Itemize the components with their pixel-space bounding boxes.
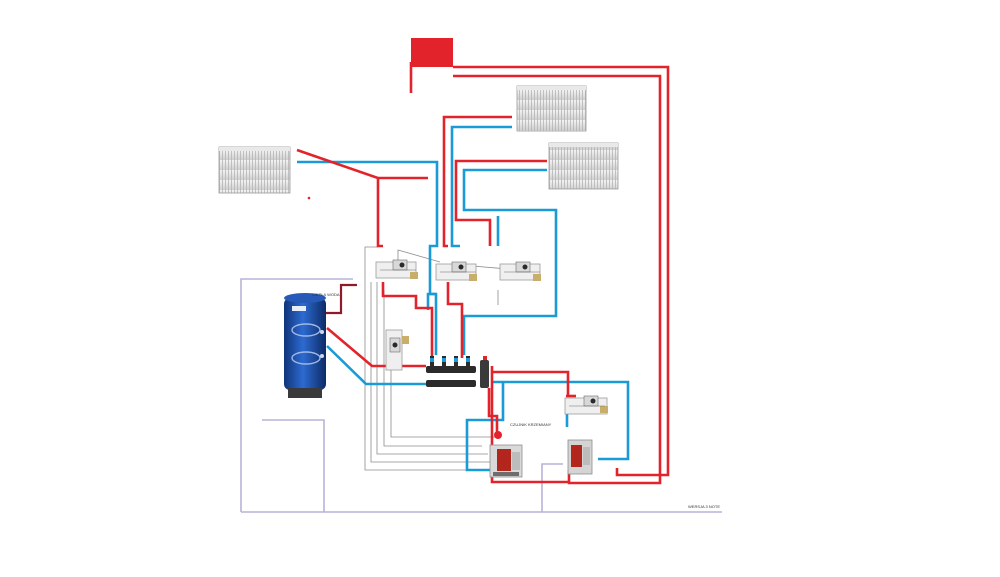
boiler-secondary <box>567 439 593 475</box>
pump-group-boiler <box>564 395 608 415</box>
boiler-sensor-red <box>494 431 502 439</box>
pump-group-4 <box>385 329 409 371</box>
supply-pipes <box>296 62 670 485</box>
tank-hot-outlet <box>324 283 357 315</box>
tank-label: CIEPŁA WODA <box>312 292 340 297</box>
manifold <box>426 356 489 388</box>
expansion-vessel <box>411 38 453 67</box>
signal-wiring <box>240 278 722 513</box>
radiator-top <box>516 85 587 132</box>
boiler-label: CZUJNIK KRZEMIANY <box>510 422 552 427</box>
pump-group-2 <box>435 261 477 281</box>
return-pipes <box>297 125 630 472</box>
hot-water-tank <box>284 293 326 398</box>
radiator-left <box>218 146 291 194</box>
radiator-right <box>548 142 619 190</box>
boiler-main <box>489 444 523 478</box>
pump-group-1 <box>375 259 418 279</box>
footer-label: WERSJA 3 NOTE <box>688 504 721 509</box>
pump-group-3 <box>499 261 541 281</box>
marker-dot <box>307 196 311 200</box>
